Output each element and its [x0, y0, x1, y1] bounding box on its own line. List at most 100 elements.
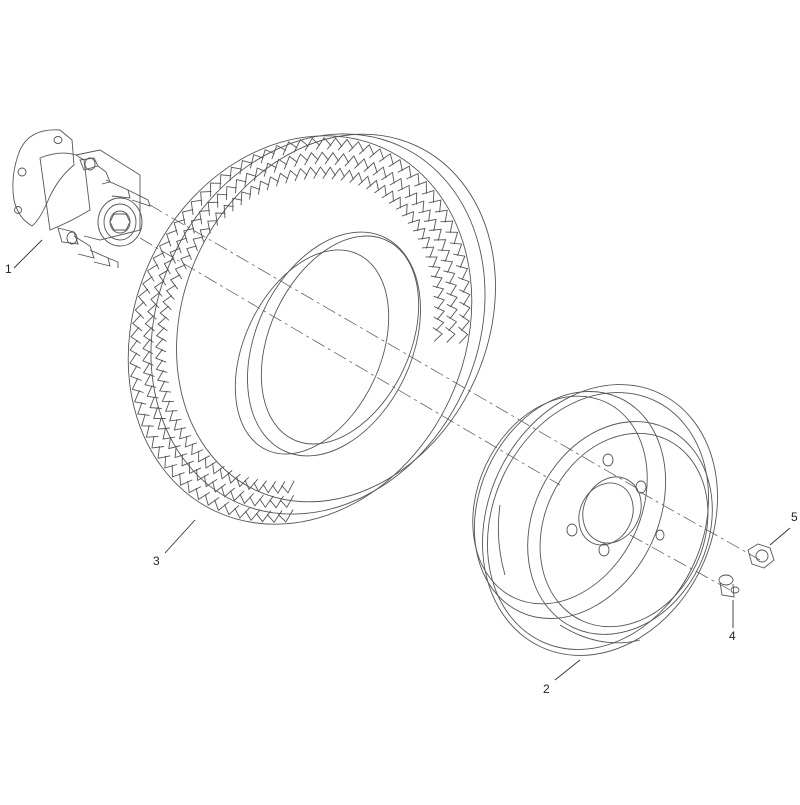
- tread-block: [155, 359, 168, 373]
- tread-block: [239, 493, 254, 505]
- tread-block: [174, 445, 188, 459]
- tread-block: [132, 314, 143, 332]
- tread-block: [155, 338, 167, 353]
- tread-block: [282, 141, 298, 156]
- callout-1: 1: [5, 262, 12, 276]
- tread-block: [457, 277, 470, 293]
- tread-block: [170, 274, 181, 290]
- tread-block: [428, 265, 441, 278]
- tread-block: [169, 409, 182, 422]
- tread-block: [262, 481, 277, 494]
- tread-block: [173, 418, 187, 431]
- tread-block: [158, 269, 170, 286]
- tread-block: [150, 291, 161, 309]
- tread-block: [324, 151, 340, 165]
- tread-block: [179, 473, 193, 486]
- tread-block: [425, 256, 438, 268]
- tread-block: [446, 303, 458, 320]
- tread-block: [176, 237, 188, 254]
- tread-block: [200, 190, 212, 206]
- tread-block: [433, 295, 445, 310]
- tread-block: [314, 151, 329, 165]
- tread-block: [195, 487, 211, 501]
- tread-block: [142, 338, 154, 355]
- callout-3: 3: [153, 554, 160, 568]
- tread-block: [372, 166, 387, 179]
- tread-block: [443, 270, 456, 285]
- tread-block: [389, 177, 403, 190]
- callout-2: 2: [543, 682, 550, 696]
- tread-block: [395, 203, 408, 216]
- tread-block: [199, 209, 210, 225]
- tread-block: [142, 276, 153, 294]
- tread-block: [401, 211, 415, 223]
- tread-block: [459, 301, 471, 319]
- tread-block: [381, 171, 395, 184]
- tread-block: [453, 253, 466, 268]
- tread-block: [212, 463, 225, 475]
- tread-block: [227, 472, 241, 484]
- tread-block: [257, 180, 270, 195]
- tread-block: [142, 350, 154, 366]
- tread-block: [433, 306, 445, 321]
- tread-block: [417, 236, 431, 249]
- tread-block: [131, 377, 144, 393]
- tread-block: [207, 201, 219, 216]
- tread-block: [421, 246, 435, 258]
- tread-block: [181, 454, 194, 467]
- tread-block: [388, 158, 403, 171]
- tread-block: [154, 280, 165, 297]
- assembly-axes: [139, 204, 761, 591]
- tread-block: [285, 169, 298, 184]
- tread-block: [340, 169, 354, 181]
- tread-block: [186, 245, 197, 260]
- tread-block: [326, 137, 343, 150]
- tread-block: [204, 457, 218, 469]
- tread-block: [180, 254, 191, 270]
- tread-block: [130, 326, 141, 344]
- tread-block: [315, 136, 332, 150]
- tread-block: [171, 464, 185, 478]
- tread-block: [161, 390, 174, 403]
- tread-block: [239, 160, 253, 175]
- tread-block: [388, 196, 401, 209]
- tread-block: [334, 153, 350, 165]
- tread-block: [374, 184, 387, 197]
- tread-block: [146, 264, 158, 282]
- tread-block: [216, 193, 228, 208]
- tread-block: [141, 413, 154, 427]
- tread-block: [215, 212, 226, 226]
- tread-block: [173, 219, 186, 236]
- tread-block: [253, 167, 267, 182]
- tread-block: [369, 148, 385, 160]
- tread-block: [146, 385, 159, 399]
- tread-block: [440, 259, 454, 273]
- tread-block: [162, 427, 176, 440]
- tread-block: [445, 326, 456, 343]
- tread-block: [196, 469, 210, 482]
- leader-lines: [13, 239, 791, 681]
- tread-block: [165, 284, 176, 300]
- tread-block: [156, 370, 169, 383]
- tread-block: [232, 197, 243, 212]
- tread-block: [266, 176, 279, 191]
- tread-block: [266, 510, 283, 524]
- tread-block: [404, 192, 418, 205]
- tread-block: [155, 348, 167, 363]
- tread-block: [259, 495, 274, 508]
- tread-block: [433, 316, 445, 331]
- tread-block: [164, 455, 178, 469]
- tread-block: [294, 167, 308, 182]
- tread-block: [434, 209, 448, 223]
- tread-block: [459, 314, 470, 331]
- tread-block: [235, 476, 250, 488]
- tread-block: [157, 316, 168, 332]
- tread-block: [430, 275, 443, 289]
- tread-block: [244, 509, 261, 522]
- tread-block: [304, 137, 321, 151]
- tire: [127, 133, 496, 525]
- tread-block: [151, 435, 165, 449]
- callout-5: 5: [791, 510, 798, 524]
